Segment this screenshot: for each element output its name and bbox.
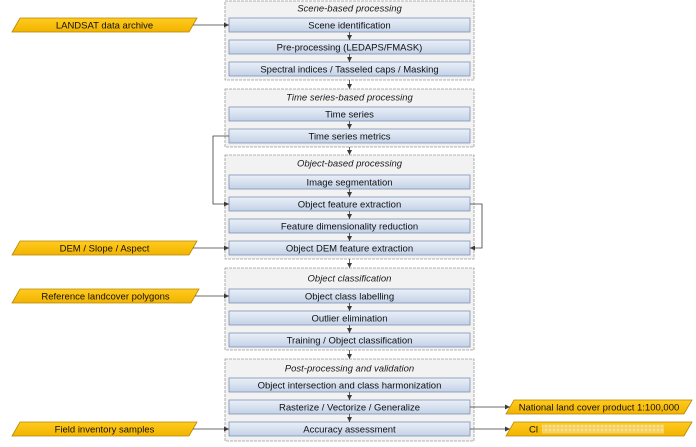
input-shape [11, 421, 198, 437]
group-post-processing-validation: Post-processing and validation Object in… [224, 358, 475, 442]
group-title: Scene-based processing [297, 4, 402, 15]
input-shape [11, 17, 198, 33]
group-title: Time series-based processing [286, 93, 413, 104]
group-scene-based-processing: Scene-based processing Scene identificat… [224, 0, 475, 81]
output-shape [505, 399, 693, 415]
input-shape [11, 288, 200, 304]
output-partially-obscured: Cl [505, 421, 693, 437]
group-time-series-processing: Time series-based processing Time series… [224, 88, 475, 148]
step-label: Scene identification [308, 21, 390, 32]
step-label: Time series [325, 110, 374, 121]
input-label: DEM / Slope / Aspect [60, 244, 150, 255]
output-label: National land cover product 1:100,000 [519, 403, 680, 414]
output-national-land-cover-product: National land cover product 1:100,000 [505, 399, 693, 415]
loop-connector-right [470, 203, 483, 251]
step-label: Object feature extraction [298, 200, 402, 211]
group-title: Object classification [308, 274, 392, 285]
step-label: Object DEM feature extraction [286, 244, 413, 255]
loop-connector-left [212, 135, 229, 207]
step-label: Outlier elimination [311, 314, 387, 325]
group-object-classification: Object classification Object class label… [224, 267, 475, 351]
input-label: Field inventory samples [55, 425, 155, 436]
step-label: Rasterize / Vectorize / Generalize [279, 403, 420, 414]
input-label: Reference landcover polygons [41, 292, 170, 303]
step-label: Spectral indices / Tasseled caps / Maski… [260, 65, 438, 76]
input-dem-slope-aspect: DEM / Slope / Aspect [11, 240, 198, 256]
input-reference-landcover-polygons: Reference landcover polygons [11, 288, 200, 304]
step-label: Object intersection and class harmonizat… [258, 381, 442, 392]
step-label: Feature dimensionality reduction [281, 222, 418, 233]
input-landsat-data-archive: LANDSAT data archive [11, 17, 198, 33]
group-object-based-processing: Object-based processing Image segmentati… [224, 154, 475, 260]
step-label: Accuracy assessment [303, 425, 396, 436]
group-title: Object-based processing [297, 159, 403, 170]
group-title: Post-processing and validation [285, 364, 414, 375]
step-label: Pre-processing (LEDAPS/FMASK) [277, 43, 423, 54]
input-field-inventory-samples: Field inventory samples [11, 421, 198, 437]
step-label: Image segmentation [306, 178, 392, 189]
output-label: Cl [529, 425, 538, 436]
step-label: Training / Object classification [287, 336, 413, 347]
step-label: Time series metrics [309, 132, 391, 143]
input-shape [11, 240, 198, 256]
input-label: LANDSAT data archive [56, 21, 153, 32]
obscured-overlay [542, 424, 664, 434]
step-label: Object class labelling [305, 292, 394, 303]
